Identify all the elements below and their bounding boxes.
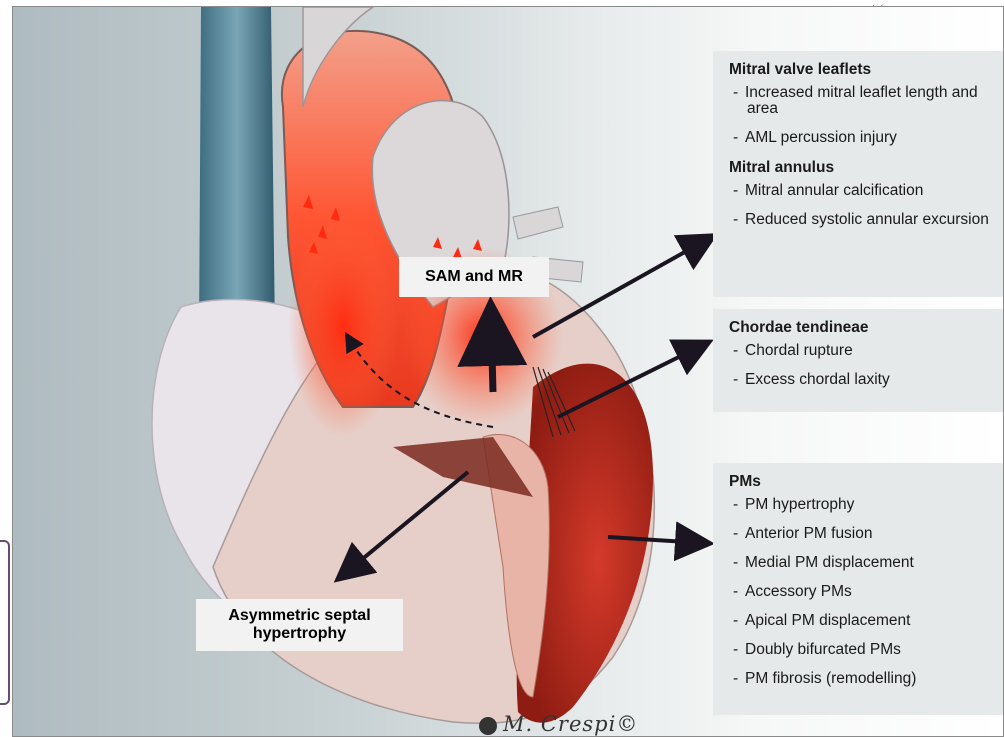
list-item: -Reduced systolic annular excursion [729, 212, 1004, 228]
author-signature: M. Crespi© [479, 712, 638, 736]
list-item: -AML percussion injury [729, 130, 1004, 146]
asymmetric-line-2: hypertrophy [228, 625, 370, 643]
list-item: -Excess chordal laxity [729, 372, 1004, 388]
list-item: -Apical PM displacement [729, 613, 1004, 629]
vena-cava [199, 7, 275, 337]
side-tab[interactable] [0, 540, 10, 705]
heading-mitral-valve-leaflets: Mitral valve leaflets [729, 61, 1004, 79]
list-item: -Accessory PMs [729, 584, 1004, 600]
sam-mr-label: SAM and MR [399, 257, 549, 297]
aorta-glow [288, 217, 398, 437]
pulmonary-vein-1 [513, 207, 563, 239]
mitral-panel: Mitral valve leaflets -Increased mitral … [713, 51, 1004, 297]
figure-frame: SAM and MR Asymmetric septal hypertrophy… [12, 6, 1004, 737]
chordae-panel: Chordae tendineae -Chordal rupture -Exce… [713, 309, 1004, 412]
arrow-to-mitral-panel [533, 239, 708, 337]
heading-chordae: Chordae tendineae [729, 319, 1004, 337]
list-item: -Chordal rupture [729, 343, 1004, 359]
list-item: -Mitral annular calcification [729, 183, 1004, 199]
list-item: -PM hypertrophy [729, 497, 1004, 513]
list-item: -PM fibrosis (remodelling) [729, 671, 1004, 687]
sam-arrow [491, 317, 493, 392]
heading-mitral-annulus: Mitral annulus [729, 159, 1004, 177]
heading-pms: PMs [729, 473, 1004, 491]
list-item: -Increased mitral leaflet length and are… [729, 85, 1004, 117]
author-logo-icon [479, 717, 497, 735]
asymmetric-septal-label: Asymmetric septal hypertrophy [196, 599, 403, 651]
list-item: -Medial PM displacement [729, 555, 1004, 571]
list-item: -Anterior PM fusion [729, 526, 1004, 542]
asymmetric-line-1: Asymmetric septal [228, 607, 370, 625]
pms-panel: PMs -PM hypertrophy -Anterior PM fusion … [713, 463, 1004, 715]
list-item: -Doubly bifurcated PMs [729, 642, 1004, 658]
